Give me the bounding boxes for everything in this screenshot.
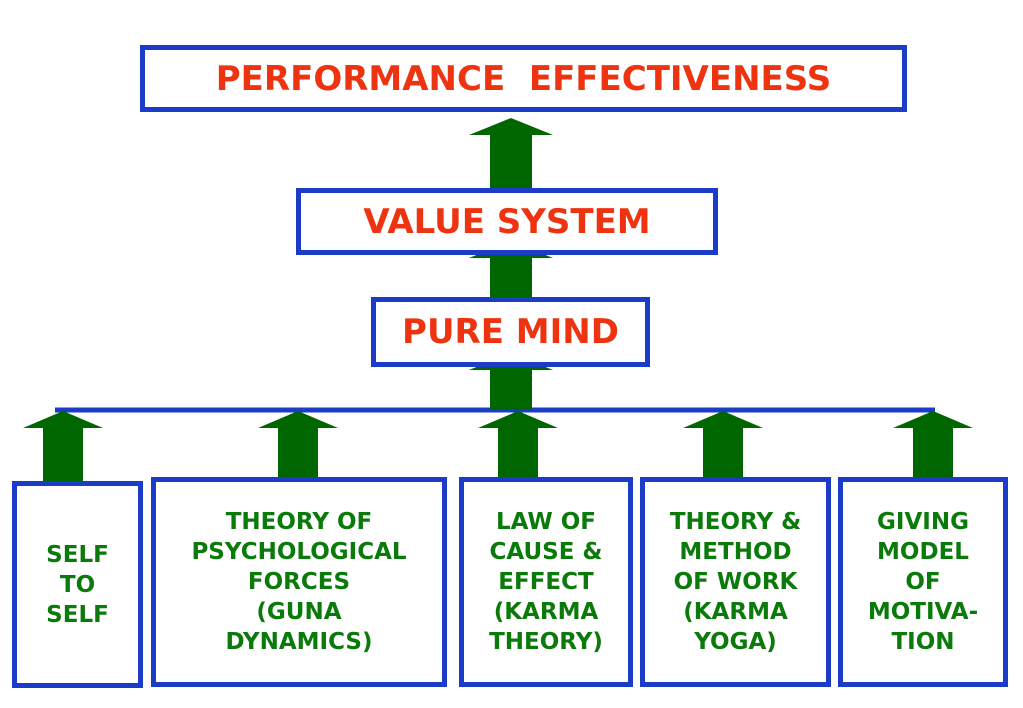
base-box-cause-effect: LAW OF CAUSE & EFFECT (KARMA THEORY) — [459, 477, 633, 687]
base-box-motivation: GIVING MODEL OF MOTIVA- TION — [838, 477, 1008, 687]
arrow-icon — [683, 411, 763, 480]
performance-effectiveness-label: PERFORMANCE EFFECTIVENESS — [215, 58, 832, 99]
arrow-icon — [478, 411, 558, 480]
base-label: LAW OF CAUSE & EFFECT (KARMA THEORY) — [489, 509, 603, 655]
arrow-icon — [469, 241, 553, 300]
arrow-icon — [258, 411, 338, 480]
base-label: THEORY & METHOD OF WORK (KARMA YOGA) — [669, 509, 802, 655]
base-label: THEORY OF PSYCHOLOGICAL FORCES (GUNA DYN… — [191, 509, 407, 655]
arrow-icon — [23, 411, 103, 484]
pure-mind-label: PURE MIND — [402, 312, 619, 352]
base-box-method-of-work: THEORY & METHOD OF WORK (KARMA YOGA) — [640, 477, 831, 687]
base-box-psychological-forces: THEORY OF PSYCHOLOGICAL FORCES (GUNA DYN… — [151, 477, 447, 687]
value-system-label: VALUE SYSTEM — [363, 201, 651, 242]
performance-effectiveness-box: PERFORMANCE EFFECTIVENESS — [140, 45, 907, 112]
base-label: SELF TO SELF — [46, 541, 109, 628]
arrow-icon — [469, 353, 553, 410]
arrow-icon — [893, 411, 973, 480]
base-box-self-to-self: SELF TO SELF — [12, 481, 143, 688]
pure-mind-box: PURE MIND — [371, 297, 650, 367]
base-label: GIVING MODEL OF MOTIVA- TION — [867, 509, 979, 655]
value-system-box: VALUE SYSTEM — [296, 188, 718, 255]
arrow-icon — [469, 118, 553, 190]
